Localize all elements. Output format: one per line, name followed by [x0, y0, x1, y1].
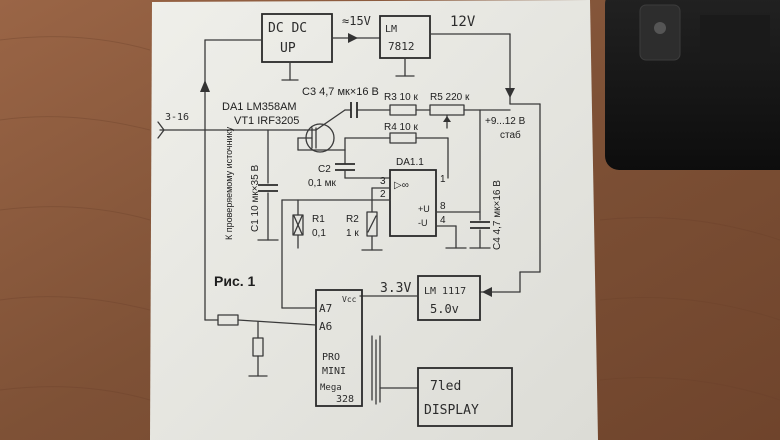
- arrow-icon: [505, 88, 515, 98]
- label-pin1: 1: [440, 174, 446, 185]
- label-stab-1: +9...12 В: [485, 116, 526, 127]
- label-a6: A6: [319, 320, 332, 333]
- label-r5: R5 220 к: [430, 92, 470, 103]
- label-mini: MINI: [322, 366, 346, 377]
- label-vcc: Vcc: [342, 295, 357, 304]
- label-r2-val: 1 к: [346, 228, 359, 239]
- label-plus-u: +U: [418, 204, 430, 214]
- label-led: 7led: [430, 379, 461, 394]
- label-v50: 5.0v: [430, 302, 459, 316]
- label-pin8: 8: [440, 201, 446, 212]
- label-minus-u: -U: [418, 218, 428, 228]
- label-input: 3-16: [165, 112, 189, 123]
- label-pin2: 2: [380, 189, 386, 200]
- display-box: [417, 367, 513, 427]
- phone-device: [605, 0, 780, 170]
- label-stab-2: стаб: [500, 129, 521, 141]
- label-display: DISPLAY: [424, 403, 479, 418]
- label-r1-val: 0,1: [312, 228, 326, 239]
- phone-button-icon: [654, 22, 666, 34]
- promini-box: [315, 289, 363, 407]
- arrow-icon: [200, 80, 210, 92]
- label-lm7812-1: LM: [385, 24, 397, 35]
- label-328: 328: [336, 394, 354, 405]
- lm1117-box: [417, 275, 481, 321]
- label-v33: 3.3V: [380, 281, 411, 296]
- arrow-icon: [348, 33, 358, 43]
- label-c2-name: C2: [318, 164, 331, 175]
- arrow-icon: [482, 287, 492, 297]
- label-c3: C3 4,7 мк×16 В: [302, 86, 379, 98]
- label-da11: DA1.1: [396, 157, 424, 168]
- label-lm7812-2: 7812: [388, 40, 415, 53]
- label-pro: PRO: [322, 352, 340, 363]
- label-a7: A7: [319, 302, 332, 315]
- label-da1: DA1 LM358AM: [222, 101, 297, 113]
- label-opamp-symbol: ▷∞: [394, 180, 409, 191]
- label-lm1117: LM 1117: [424, 286, 466, 297]
- label-vt1: VT1 IRF3205: [234, 115, 299, 127]
- label-figure: Рис. 1: [214, 273, 256, 289]
- label-v12: 12V: [450, 14, 476, 30]
- wood-grain: [0, 36, 780, 401]
- label-mega: Mega: [320, 383, 342, 393]
- label-v15: ≈15V: [342, 14, 371, 28]
- label-side-note: К проверяемому источнику: [224, 126, 234, 240]
- label-c2-val: 0,1 мк: [308, 178, 337, 189]
- label-r4: R4 10 к: [384, 122, 418, 133]
- label-r2-name: R2: [346, 214, 359, 225]
- schematic-drawing: [157, 13, 541, 427]
- label-pin3: 3: [380, 176, 386, 187]
- label-c1: C1 10 мк×35 В: [250, 165, 261, 232]
- schematic-labels: DC DC UP ≈15V LM 7812 12V C3 4,7 мк×16 В…: [165, 14, 526, 418]
- label-pin4: 4: [440, 215, 446, 226]
- label-dcdc-1: DC DC: [268, 21, 307, 36]
- label-r1-name: R1: [312, 214, 325, 225]
- label-dcdc-2: UP: [280, 41, 296, 56]
- opamp-box: [389, 169, 437, 237]
- label-r3: R3 10 к: [384, 92, 418, 103]
- label-c4: C4 4,7 мк×16 В: [492, 180, 503, 250]
